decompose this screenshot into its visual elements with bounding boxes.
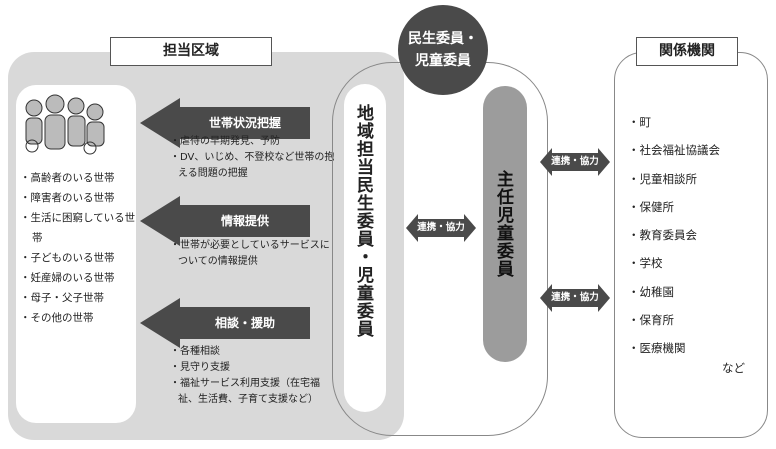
- link-arrow: 連携・協力: [406, 214, 476, 242]
- list-item: ・児童相談所: [628, 171, 697, 186]
- list-item: ・幼稚園: [628, 284, 674, 299]
- list-item: ・教育委員会: [628, 228, 697, 243]
- left-arrow-icon: [140, 98, 310, 148]
- arrow-consult: 相談・援助: [140, 298, 310, 348]
- area-header: 担当区域: [110, 37, 272, 66]
- commissioner-title-circle: 民生委員・ 児童委員: [398, 5, 488, 95]
- list-item: ・社会福祉協議会: [628, 143, 720, 158]
- chief-commissioner-label: 主任児童委員: [493, 170, 513, 278]
- link-arrow: 連携・協力: [540, 148, 610, 176]
- agencies-header: 関係機関: [636, 37, 738, 66]
- role-description: ・各種相談 ・見守り支援 ・福祉サービス利用支援（在宅福祉、生活費、子育て支援な…: [170, 344, 338, 408]
- local-commissioner-pill: [344, 84, 386, 412]
- list-item: ・高齢者のいる世帯: [20, 172, 115, 184]
- list-item: ・学校: [628, 256, 663, 271]
- chief-commissioner-pill: [483, 86, 527, 362]
- link-label: 連携・協力: [417, 222, 465, 233]
- list-item: ・保育所: [628, 313, 674, 328]
- list-item: ・妊産婦のいる世帯: [20, 272, 115, 284]
- double-arrow-icon: [540, 148, 610, 176]
- role-item: ・虐待の早期発見、予防: [170, 136, 280, 147]
- arrow-label: 情報提供: [220, 214, 269, 228]
- role-description: ・虐待の早期発見、予防 ・DV、いじめ、不登校など世帯の抱える問題の把握: [170, 134, 338, 182]
- circle-title-line2: 児童委員: [415, 53, 471, 69]
- role-item: ・見守り支援: [170, 362, 230, 373]
- list-item: ・医療機関: [628, 341, 686, 356]
- role-item: ・世帯が必要としているサービスについての情報提供: [170, 240, 330, 267]
- list-item: ・子どものいる世帯: [20, 252, 115, 264]
- double-arrow-icon: [540, 284, 610, 312]
- left-arrow-icon: [140, 196, 310, 246]
- list-item: ・その他の世帯: [20, 312, 94, 324]
- link-label: 連携・協力: [551, 292, 599, 303]
- role-item: ・福祉サービス利用支援（在宅福祉、生活費、子育て支援など）: [170, 378, 320, 405]
- arrow-label: 相談・援助: [214, 316, 275, 330]
- list-item: ・町: [628, 115, 651, 129]
- role-description: ・世帯が必要としているサービスについての情報提供: [170, 238, 338, 270]
- list-item: ・生活に困窮している世帯: [20, 212, 136, 244]
- people-illustration-icon: [25, 94, 105, 155]
- agencies-box: [614, 52, 768, 438]
- local-commissioner-label: 地域担当民生委員・児童委員: [353, 104, 373, 338]
- circle-title-line1: 民生委員・: [408, 31, 478, 47]
- agencies-list: ・町 ・社会福祉協議会 ・児童相談所 ・保健所 ・教育委員会 ・学校 ・幼稚園 …: [628, 108, 720, 363]
- list-item: ・保健所: [628, 199, 674, 214]
- role-item: ・DV、いじめ、不登校など世帯の抱える問題の把握: [170, 152, 335, 179]
- link-arrow: 連携・協力: [540, 284, 610, 312]
- arrow-info: 情報提供: [140, 196, 310, 246]
- list-item: ・障害者のいる世帯: [20, 192, 115, 204]
- arrow-label: 世帯状況把握: [208, 116, 281, 130]
- agencies-etc: など: [722, 361, 745, 375]
- households-list: ・高齢者のいる世帯 ・障害者のいる世帯 ・生活に困窮している世帯 ・子どものいる…: [20, 168, 138, 328]
- arrow-situation: 世帯状況把握: [140, 98, 310, 148]
- double-arrow-icon: [406, 214, 476, 242]
- link-label: 連携・協力: [551, 156, 599, 167]
- left-arrow-icon: [140, 298, 310, 348]
- list-item: ・母子・父子世帯: [20, 292, 104, 304]
- role-item: ・各種相談: [170, 346, 220, 357]
